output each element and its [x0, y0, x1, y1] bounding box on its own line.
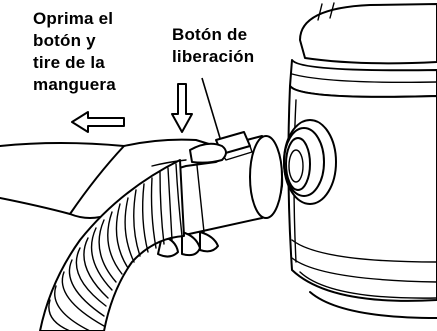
release-label-line-2: liberación: [172, 47, 255, 66]
release-button-leader-line: [201, 77, 221, 139]
inlet-port: [283, 119, 337, 205]
vacuum-canister: [287, 2, 437, 319]
instruction-label: Oprima el botón y tire de la manguera: [33, 8, 116, 96]
release-label-line-1: Botón de: [172, 25, 248, 44]
pull-left-arrow-icon: [71, 111, 125, 133]
instruction-line-3: tire de la: [33, 53, 105, 72]
release-button-label: Botón de liberación: [172, 24, 254, 68]
corrugated-hose: [39, 159, 185, 331]
instruction-line-1: Oprima el: [33, 9, 114, 28]
instruction-line-4: manguera: [33, 75, 116, 94]
instruction-line-2: botón y: [33, 31, 96, 50]
press-down-arrow-icon: [171, 83, 193, 133]
